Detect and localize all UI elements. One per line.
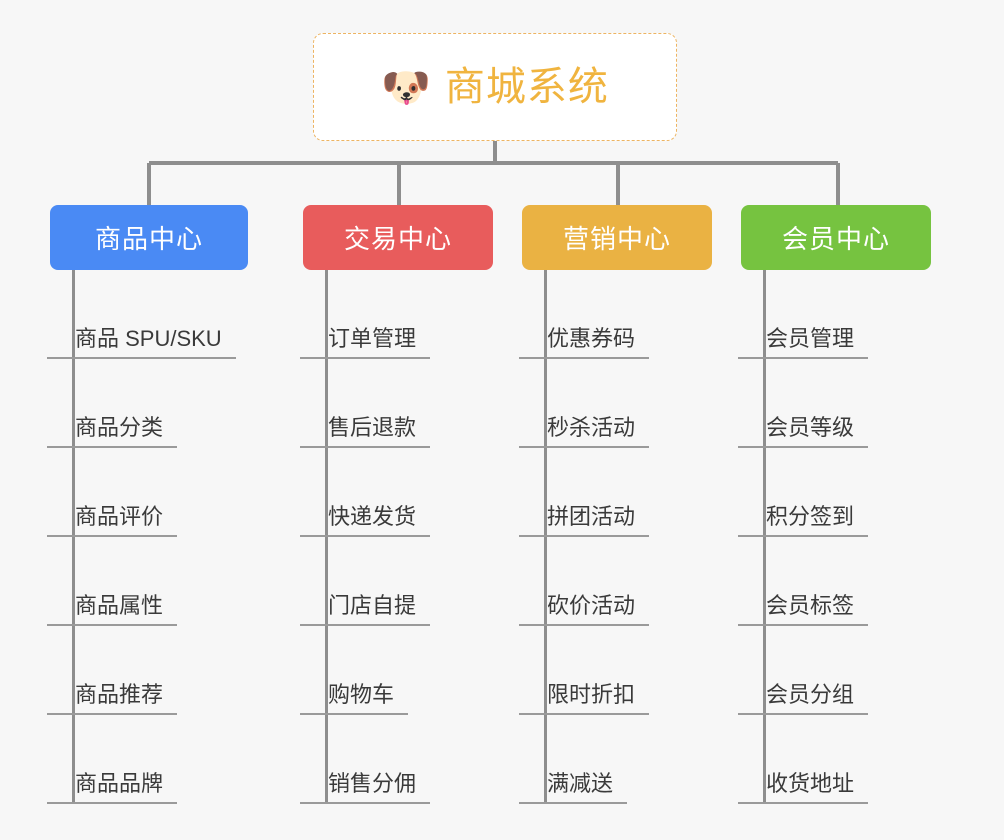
leaf-label: 商品分类 bbox=[47, 415, 178, 448]
leaf-label: 会员管理 bbox=[738, 326, 869, 359]
leaf-label: 购物车 bbox=[300, 682, 409, 715]
list-item[interactable]: 会员标签 bbox=[738, 537, 939, 626]
list-item[interactable]: 会员分组 bbox=[738, 626, 939, 715]
leaf-list-member-center: 会员管理 会员等级 积分签到 会员标签 会员分组 收货地址 bbox=[738, 270, 939, 804]
leaf-label: 商品评价 bbox=[47, 504, 178, 537]
leaf-label: 售后退款 bbox=[300, 415, 431, 448]
list-item[interactable]: 商品 SPU/SKU bbox=[47, 270, 248, 359]
leaf-label: 订单管理 bbox=[300, 326, 431, 359]
list-item[interactable]: 收货地址 bbox=[738, 715, 939, 804]
list-item[interactable]: 商品品牌 bbox=[47, 715, 248, 804]
leaf-label: 会员等级 bbox=[738, 415, 869, 448]
leaf-list-product-center: 商品 SPU/SKU 商品分类 商品评价 商品属性 商品推荐 商品品牌 bbox=[47, 270, 248, 804]
list-item[interactable]: 订单管理 bbox=[300, 270, 501, 359]
list-item[interactable]: 商品分类 bbox=[47, 359, 248, 448]
list-item[interactable]: 优惠券码 bbox=[519, 270, 720, 359]
leaf-label: 优惠券码 bbox=[519, 326, 650, 359]
root-node[interactable]: 🐶 商城系统 bbox=[313, 33, 677, 141]
list-item[interactable]: 商品评价 bbox=[47, 448, 248, 537]
list-item[interactable]: 积分签到 bbox=[738, 448, 939, 537]
list-item[interactable]: 会员等级 bbox=[738, 359, 939, 448]
root-title: 商城系统 bbox=[444, 65, 609, 109]
list-item[interactable]: 拼团活动 bbox=[519, 448, 720, 537]
list-item[interactable]: 售后退款 bbox=[300, 359, 501, 448]
category-header-marketing-center[interactable]: 营销中心 bbox=[522, 205, 712, 270]
leaf-list-trade-center: 订单管理 售后退款 快递发货 门店自提 购物车 销售分佣 bbox=[300, 270, 501, 804]
list-item[interactable]: 满减送 bbox=[519, 715, 720, 804]
branch-column-trade-center: 交易中心 订单管理 售后退款 快递发货 门店自提 购物车 销售分佣 bbox=[300, 205, 501, 804]
leaf-label: 砍价活动 bbox=[519, 593, 650, 626]
category-header-label: 交易中心 bbox=[343, 224, 452, 254]
category-header-trade-center[interactable]: 交易中心 bbox=[303, 205, 493, 270]
leaf-label: 限时折扣 bbox=[519, 682, 650, 715]
category-header-label: 营销中心 bbox=[562, 224, 671, 254]
category-header-label: 会员中心 bbox=[781, 224, 890, 254]
list-item[interactable]: 会员管理 bbox=[738, 270, 939, 359]
leaf-label: 会员标签 bbox=[738, 593, 869, 626]
list-item[interactable]: 销售分佣 bbox=[300, 715, 501, 804]
leaf-label: 商品 SPU/SKU bbox=[47, 326, 236, 359]
leaf-label: 会员分组 bbox=[738, 682, 869, 715]
list-item[interactable]: 秒杀活动 bbox=[519, 359, 720, 448]
list-item[interactable]: 快递发货 bbox=[300, 448, 501, 537]
leaf-label: 收货地址 bbox=[738, 771, 869, 804]
leaf-label: 销售分佣 bbox=[300, 771, 431, 804]
dog-face-icon: 🐶 bbox=[381, 66, 431, 110]
leaf-label: 满减送 bbox=[519, 771, 628, 804]
category-header-product-center[interactable]: 商品中心 bbox=[50, 205, 248, 270]
leaf-label: 商品推荐 bbox=[47, 682, 178, 715]
list-item[interactable]: 门店自提 bbox=[300, 537, 501, 626]
branch-column-member-center: 会员中心 会员管理 会员等级 积分签到 会员标签 会员分组 收货地址 bbox=[738, 205, 939, 804]
leaf-label: 门店自提 bbox=[300, 593, 431, 626]
list-item[interactable]: 商品推荐 bbox=[47, 626, 248, 715]
branch-column-product-center: 商品中心 商品 SPU/SKU 商品分类 商品评价 商品属性 商品推荐 商品品牌 bbox=[47, 205, 248, 804]
list-item[interactable]: 限时折扣 bbox=[519, 626, 720, 715]
leaf-label: 快递发货 bbox=[300, 504, 431, 537]
list-item[interactable]: 砍价活动 bbox=[519, 537, 720, 626]
branch-column-marketing-center: 营销中心 优惠券码 秒杀活动 拼团活动 砍价活动 限时折扣 满减送 bbox=[519, 205, 720, 804]
list-item[interactable]: 购物车 bbox=[300, 626, 501, 715]
category-header-label: 商品中心 bbox=[94, 224, 203, 254]
list-item[interactable]: 商品属性 bbox=[47, 537, 248, 626]
leaf-label: 商品品牌 bbox=[47, 771, 178, 804]
leaf-label: 拼团活动 bbox=[519, 504, 650, 537]
leaf-list-marketing-center: 优惠券码 秒杀活动 拼团活动 砍价活动 限时折扣 满减送 bbox=[519, 270, 720, 804]
leaf-label: 商品属性 bbox=[47, 593, 178, 626]
leaf-label: 积分签到 bbox=[738, 504, 869, 537]
category-header-member-center[interactable]: 会员中心 bbox=[741, 205, 931, 270]
leaf-label: 秒杀活动 bbox=[519, 415, 650, 448]
